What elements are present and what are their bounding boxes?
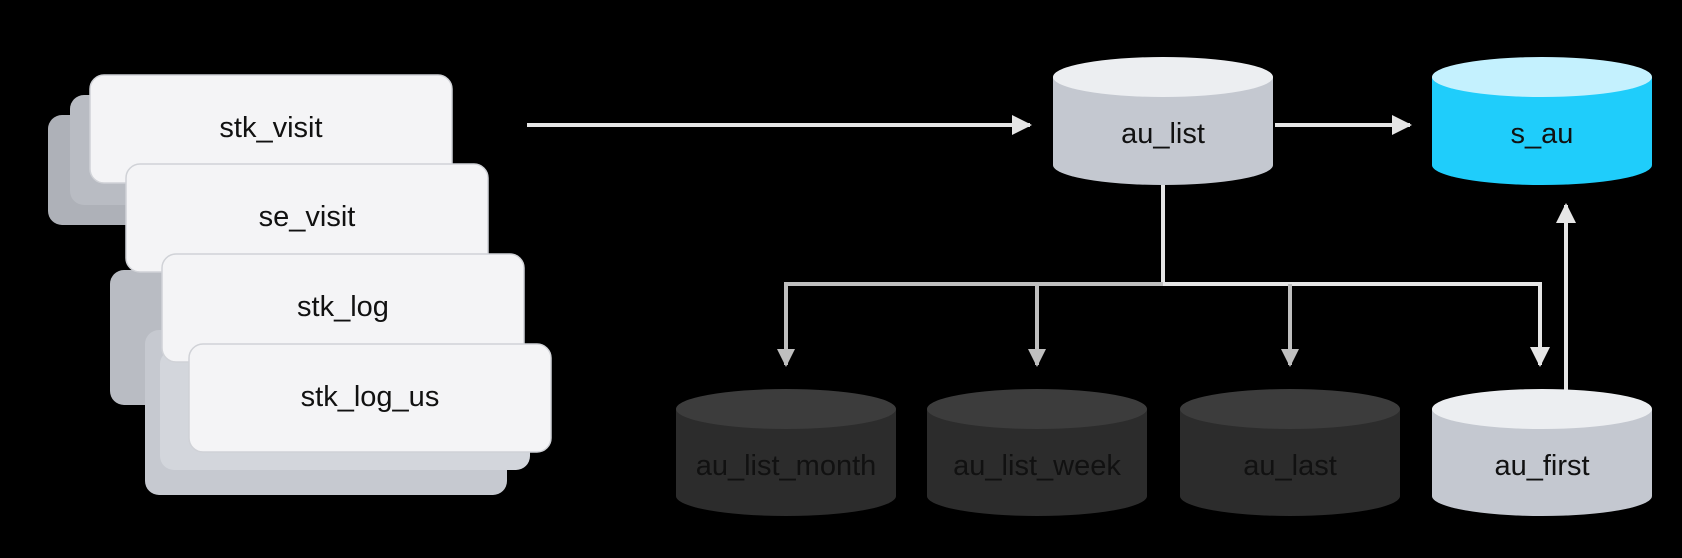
db-au-last: au_last: [1180, 389, 1400, 516]
arrow-au-list-to-au-first: [1161, 185, 1550, 367]
source-stack: stk_visit se_visit stk_log stk_log_us: [48, 74, 552, 495]
source-label: stk_log: [297, 291, 389, 323]
arrow-au-list-to-au-list-month: [777, 282, 1163, 367]
db-au-list-week: au_list_week: [927, 389, 1147, 516]
db-s-au: s_au: [1432, 57, 1652, 185]
db-label: au_first: [1494, 450, 1589, 482]
source-card-stk-log-us: stk_log_us: [188, 343, 552, 453]
source-label: stk_visit: [219, 112, 322, 144]
source-card-se-visit: se_visit: [125, 163, 489, 273]
db-au-list-month: au_list_month: [676, 389, 896, 516]
source-label: se_visit: [259, 201, 356, 233]
db-label: au_last: [1243, 450, 1337, 482]
db-label: au_list: [1121, 118, 1205, 150]
arrows: [527, 115, 1576, 390]
db-au-list: au_list: [1053, 57, 1273, 185]
db-label: au_list_week: [953, 450, 1121, 482]
source-label: stk_log_us: [301, 381, 440, 413]
source-card-stk-log: stk_log: [161, 253, 525, 363]
db-au-first: au_first: [1432, 389, 1652, 516]
db-label: s_au: [1511, 118, 1574, 150]
db-label: au_list_month: [696, 450, 877, 482]
